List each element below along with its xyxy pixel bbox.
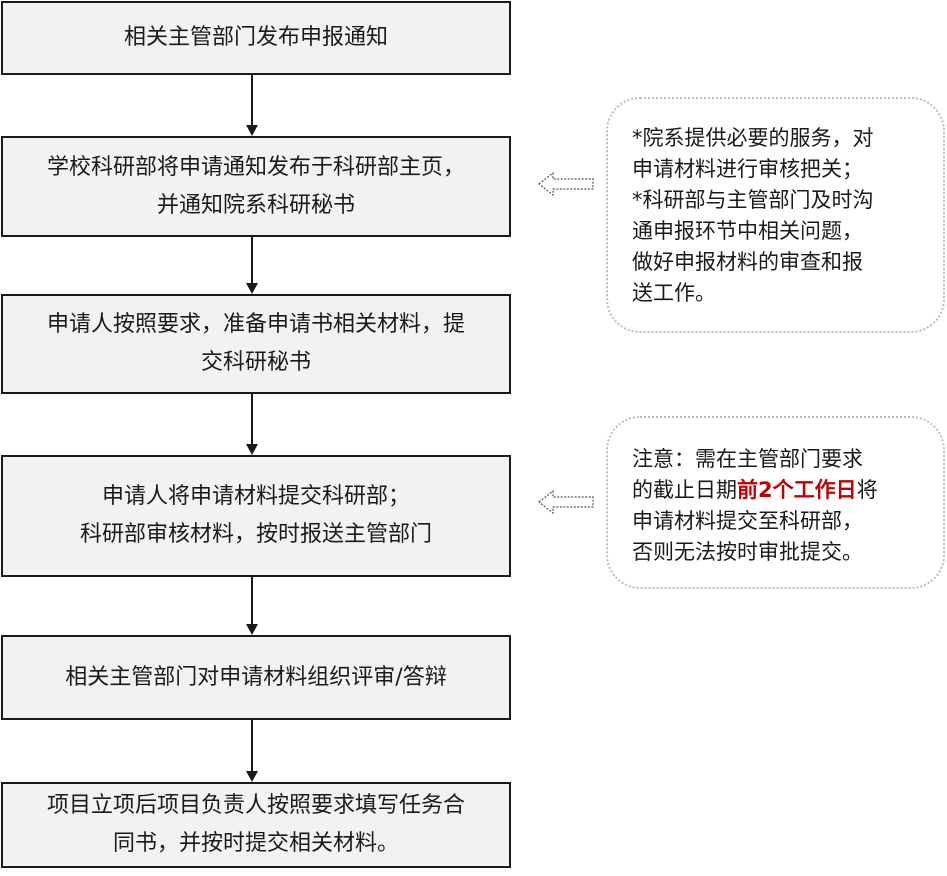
flow-step-evaluation: 相关主管部门对申请材料组织评审/答辩 bbox=[1, 635, 511, 720]
flow-step-text: 项目立项后项目负责人按照要求填写任务合 同书，并按时提交相关材料。 bbox=[46, 793, 465, 856]
down-arrow-icon bbox=[244, 394, 260, 455]
flow-step-text: 申请人按照要求，准备申请书相关材料，提 交科研秘书 bbox=[46, 312, 465, 375]
note-line: 通申报环节中相关问题， bbox=[632, 219, 863, 243]
flow-step-post-notice: 学校科研部将申请通知发布于科研部主页， 并通知院系科研秘书 bbox=[1, 136, 511, 237]
flow-step-task-contract: 项目立项后项目负责人按照要求填写任务合 同书，并按时提交相关材料。 bbox=[1, 782, 511, 868]
note-deadline-warning: 注意：需在主管部门要求 的截止日期前2个工作日将 申请材料提交至科研部， 否则无… bbox=[606, 416, 945, 589]
flow-step-publish-notice: 相关主管部门发布申报通知 bbox=[1, 1, 511, 75]
note-text: 将 bbox=[856, 478, 878, 502]
hollow-left-arrow-icon bbox=[538, 172, 594, 196]
note-line: 申请材料进行审核把关； bbox=[632, 157, 863, 181]
note-line: 否则无法按时审批提交。 bbox=[632, 540, 863, 564]
flow-step-text: 申请人将申请材料提交科研部； 科研部审核材料，按时报送主管部门 bbox=[79, 484, 432, 547]
note-line-with-highlight: 的截止日期前2个工作日将 bbox=[632, 475, 929, 506]
flow-step-text: 相关主管部门发布申报通知 bbox=[123, 25, 388, 50]
flow-step-text: 学校科研部将申请通知发布于科研部主页， 并通知院系科研秘书 bbox=[46, 154, 465, 218]
down-arrow-icon bbox=[244, 577, 260, 635]
down-arrow-icon bbox=[244, 75, 260, 136]
deadline-highlight: 前2个工作日 bbox=[737, 478, 857, 502]
note-line: 申请材料提交至科研部， bbox=[632, 509, 863, 533]
note-line: *院系提供必要的服务，对 bbox=[632, 126, 874, 150]
hollow-left-arrow-icon bbox=[538, 490, 594, 514]
note-line: *科研部与主管部门及时沟 bbox=[632, 188, 874, 212]
flow-step-text: 相关主管部门对申请材料组织评审/答辩 bbox=[65, 664, 447, 690]
note-department-support: *院系提供必要的服务，对 申请材料进行审核把关； *科研部与主管部门及时沟 通申… bbox=[606, 97, 945, 333]
note-line: 做好申报材料的审查和报 bbox=[632, 250, 863, 274]
note-line: 注意：需在主管部门要求 bbox=[632, 447, 863, 471]
flow-step-prepare-materials: 申请人按照要求，准备申请书相关材料，提 交科研秘书 bbox=[1, 294, 511, 394]
note-line: 送工作。 bbox=[632, 281, 716, 305]
note-text: 的截止日期 bbox=[632, 478, 737, 502]
down-arrow-icon bbox=[244, 720, 260, 782]
down-arrow-icon bbox=[244, 237, 260, 294]
flow-step-submit-review: 申请人将申请材料提交科研部； 科研部审核材料，按时报送主管部门 bbox=[1, 455, 511, 577]
